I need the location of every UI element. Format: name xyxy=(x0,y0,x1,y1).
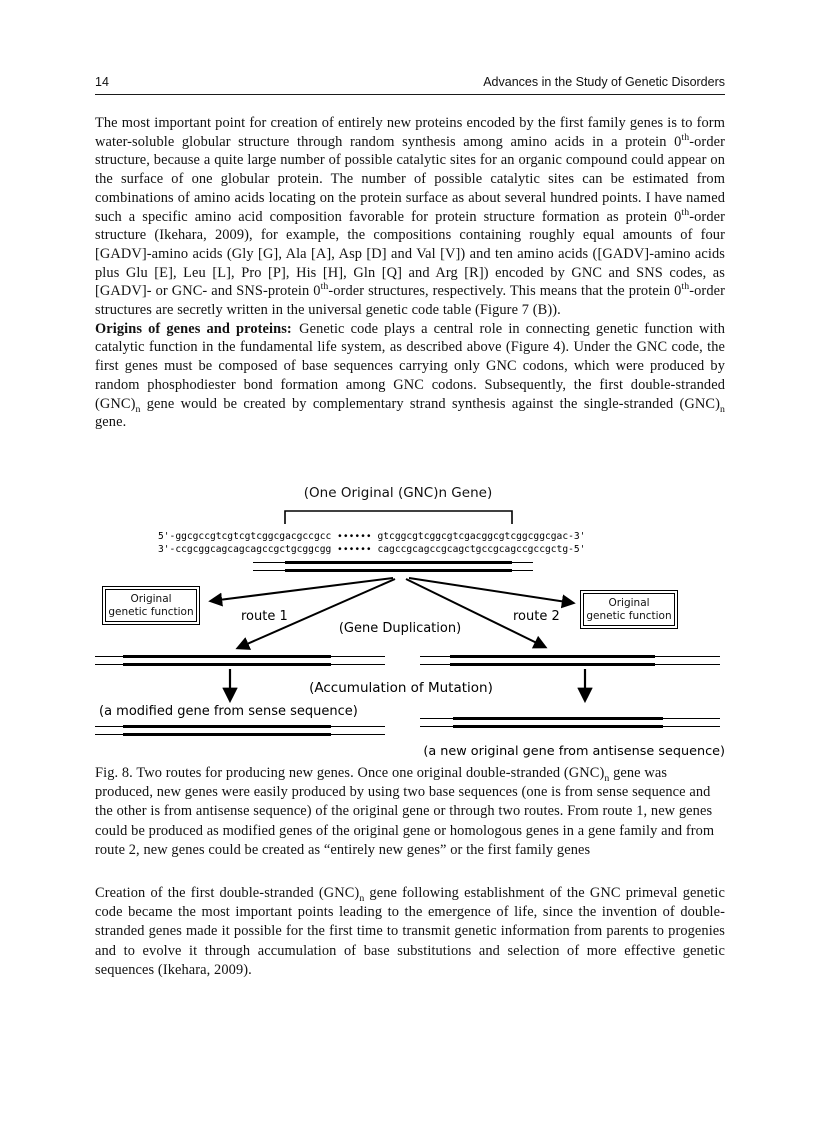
route-2-label: route 2 xyxy=(513,609,560,624)
duplicated-gene-right-coding-region xyxy=(450,655,655,666)
new-original-gene-bar xyxy=(420,717,720,728)
right-genetic-function-line2: genetic function xyxy=(586,609,672,622)
original-gene-bar xyxy=(253,561,533,572)
paragraph-3: Creation of the first double-stranded (G… xyxy=(95,885,725,978)
paragraph-1: The most important point for creation of… xyxy=(95,115,725,319)
gene-duplication-label: (Gene Duplication) xyxy=(338,621,462,636)
right-genetic-function-box: Original genetic function xyxy=(580,590,678,629)
antisense-sequence: 3'-ccgcggcagcagcagccgctgcggcgg ∙∙∙∙∙∙ ca… xyxy=(158,544,586,555)
left-genetic-function-line1: Original xyxy=(130,593,172,605)
new-original-gene-coding-region xyxy=(453,717,663,728)
paragraph-2-rest: Genetic code plays a central role in con… xyxy=(95,320,725,431)
left-genetic-function-line2: genetic function xyxy=(108,605,194,618)
right-genetic-function-line1: Original xyxy=(608,597,650,609)
duplicated-gene-left-bar xyxy=(95,655,385,666)
original-gene-coding-region xyxy=(285,561,512,572)
arrow-to-right-function xyxy=(408,577,576,609)
left-genetic-function-box: Original genetic function xyxy=(102,586,200,625)
new-original-gene-label: (a new original gene from antisense sequ… xyxy=(423,744,725,759)
route-1-label: route 1 xyxy=(241,609,288,624)
page-header: 14 Advances in the Study of Genetic Diso… xyxy=(95,75,725,95)
modified-gene-coding-region xyxy=(123,725,331,736)
arrow-route-2 xyxy=(405,578,548,649)
paragraph-2-lead: Origins of genes and proteins: xyxy=(95,320,292,337)
figure-8-caption: Fig. 8. Two routes for producing new gen… xyxy=(95,765,715,858)
gene-span-bracket xyxy=(284,510,513,524)
modified-gene-label: (a modified gene from sense sequence) xyxy=(99,704,358,719)
arrows-overlay xyxy=(208,510,593,704)
page-number: 14 xyxy=(95,75,109,89)
figure-8-diagram: (One Original (GNC)n Gene) 5'-ggcgccgtcg… xyxy=(95,482,725,762)
body-text: The most important point for creation of… xyxy=(95,114,725,432)
paragraph-2: Origins of genes and proteins: Genetic c… xyxy=(95,320,725,432)
figure-title: (One Original (GNC)n Gene) xyxy=(303,485,493,501)
modified-gene-bar xyxy=(95,725,385,736)
accumulation-of-mutation-label: (Accumulation of Mutation) xyxy=(309,680,493,696)
duplicated-gene-left-coding-region xyxy=(123,655,331,666)
duplicated-gene-right-bar xyxy=(420,655,720,666)
arrow-route-1 xyxy=(235,578,396,650)
sense-sequence: 5'-ggcgccgtcgtcgtcggcgacgccgcc ∙∙∙∙∙∙ gt… xyxy=(158,531,586,542)
running-title: Advances in the Study of Genetic Disorde… xyxy=(483,75,725,89)
arrow-to-left-function xyxy=(208,577,394,607)
